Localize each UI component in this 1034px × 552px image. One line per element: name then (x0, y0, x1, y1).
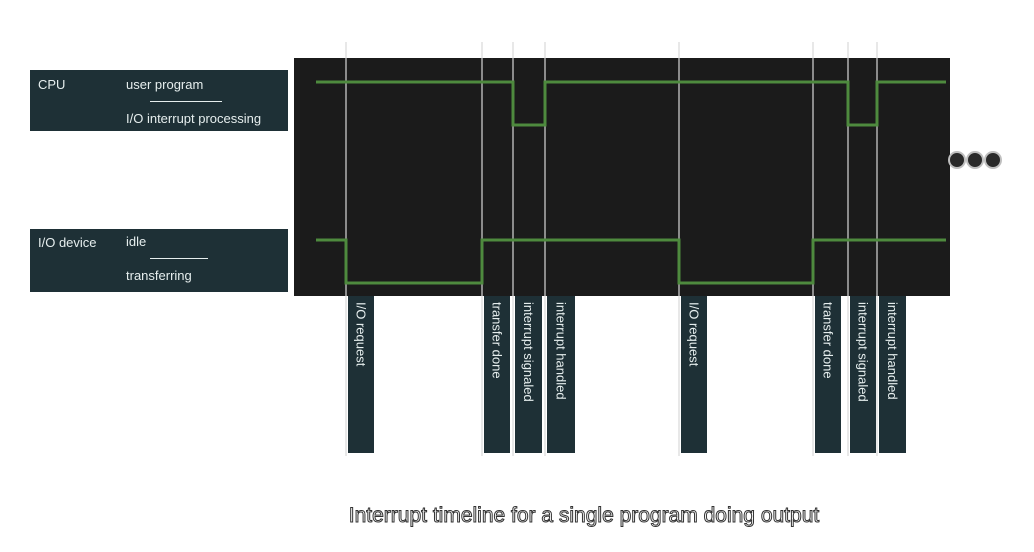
timeline-background (294, 58, 950, 296)
io-name: I/O device (38, 235, 97, 250)
event-label: I/O request (354, 302, 369, 367)
cpu-low-state: I/O interrupt processing (126, 111, 262, 126)
event-label: transfer done (821, 302, 836, 379)
event-tab (348, 296, 374, 453)
cpu-high-state: user program (126, 77, 204, 92)
event-label: interrupt handled (885, 302, 900, 400)
event-label: transfer done (490, 302, 505, 379)
continuation-dot (948, 151, 966, 169)
diagram-caption: Interrupt timeline for a single program … (348, 504, 820, 528)
continuation-dot (966, 151, 984, 169)
event-label: interrupt handled (554, 302, 569, 400)
cpu-name: CPU (38, 77, 66, 92)
event-tab (547, 296, 575, 453)
event-tab (515, 296, 542, 453)
event-label: interrupt signaled (856, 302, 871, 402)
io-low-state: transferring (126, 268, 192, 283)
continuation-dot (984, 151, 1002, 169)
io-signal-trace (316, 238, 946, 285)
event-tab (879, 296, 906, 453)
cpu-label-panel: CPU user program I/O interrupt processin… (30, 70, 288, 131)
event-tab (815, 296, 841, 453)
cpu-signal-trace (316, 80, 946, 127)
event-tab (681, 296, 707, 453)
io-label-panel: I/O device idle transferring (30, 229, 288, 292)
io-high-state: idle (126, 234, 147, 249)
io-state-divider (150, 258, 208, 259)
event-label: I/O request (687, 302, 702, 367)
event-label: interrupt signaled (521, 302, 536, 402)
event-tab (850, 296, 876, 453)
cpu-state-divider (150, 101, 222, 102)
event-tab (484, 296, 510, 453)
